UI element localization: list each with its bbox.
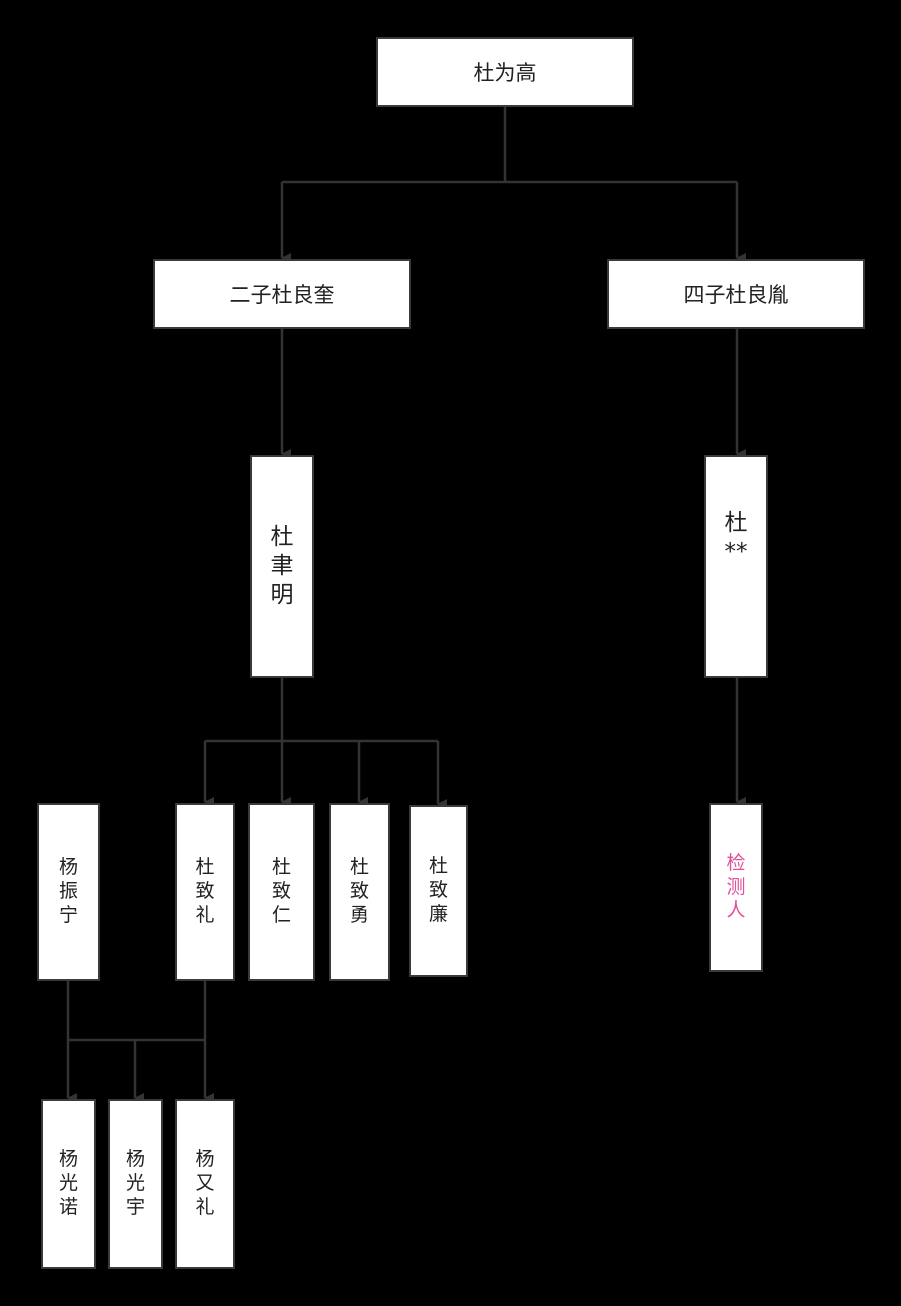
- node-du-zhilian[interactable]: 杜致廉: [409, 805, 468, 977]
- node-label: 杜致仁: [271, 856, 291, 926]
- node-du-zhili[interactable]: 杜致礼: [175, 803, 235, 981]
- node-label: 四子杜良胤: [683, 283, 789, 307]
- node-label: 检测人: [726, 851, 746, 922]
- node-yang-zhenning[interactable]: 杨振宁: [37, 803, 100, 981]
- node-label: 杜聿明: [270, 524, 294, 608]
- node-du-zhiyong[interactable]: 杜致勇: [329, 803, 390, 981]
- node-label: 杨光宇: [125, 1148, 145, 1218]
- node-du-zhiren[interactable]: 杜致仁: [248, 803, 315, 981]
- node-son2[interactable]: 二子杜良奎: [153, 259, 411, 329]
- node-label: 杜致勇: [349, 856, 369, 926]
- node-label: 杜**: [724, 510, 748, 565]
- node-yang-youli[interactable]: 杨又礼: [175, 1099, 235, 1269]
- node-yang-guangnuo[interactable]: 杨光诺: [41, 1099, 96, 1269]
- node-label: 二子杜良奎: [229, 283, 335, 307]
- node-du-yuming[interactable]: 杜聿明: [250, 455, 314, 678]
- node-tester[interactable]: 检测人: [709, 803, 763, 972]
- node-du-star[interactable]: 杜**: [704, 455, 768, 678]
- node-son4[interactable]: 四子杜良胤: [607, 259, 865, 329]
- node-yang-guangyu[interactable]: 杨光宇: [108, 1099, 163, 1269]
- node-label: 杨又礼: [195, 1148, 215, 1218]
- node-root[interactable]: 杜为高: [376, 37, 634, 107]
- node-label: 杨光诺: [58, 1148, 78, 1218]
- node-label: 杜致礼: [195, 856, 215, 926]
- node-label: 杨振宁: [58, 856, 78, 926]
- node-label: 杜为高: [473, 61, 537, 85]
- node-label: 杜致廉: [428, 855, 448, 925]
